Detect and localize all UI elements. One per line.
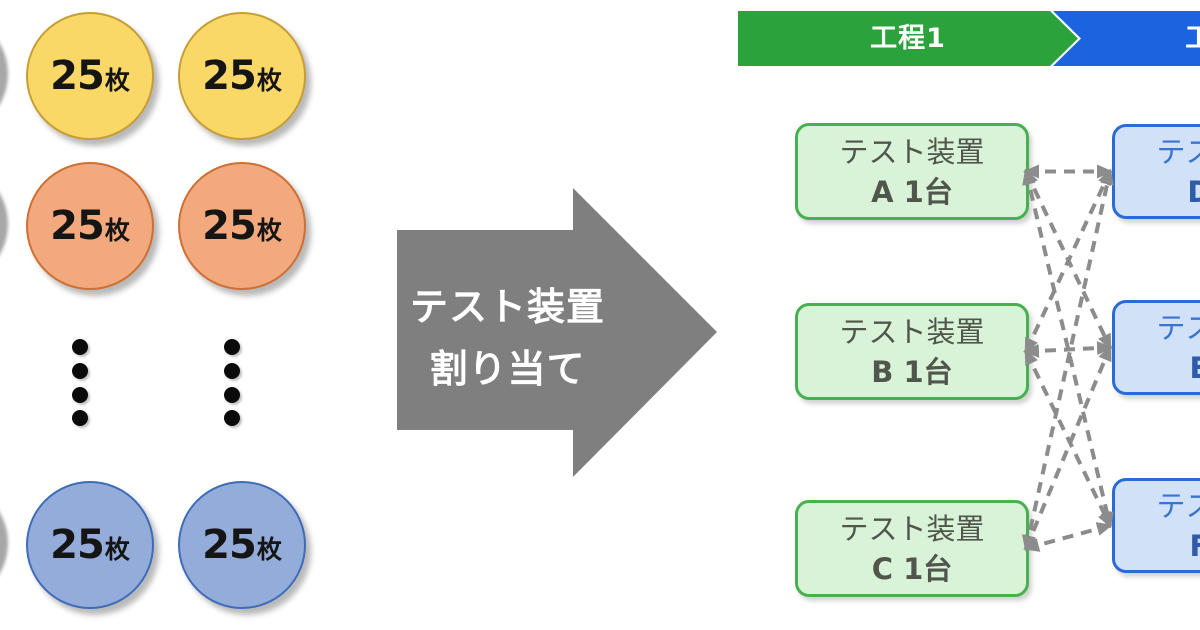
ellipsis-dot xyxy=(72,387,88,403)
assign-arrow-label-line1: テスト装置 xyxy=(409,285,605,329)
ellipsis-dot xyxy=(72,410,88,426)
connector-line xyxy=(1022,168,1114,529)
tester-box-title: テスト装置 xyxy=(839,511,985,546)
tester-box-subtitle: A 1台 xyxy=(871,174,953,209)
connector-line xyxy=(1021,168,1115,552)
tester-box-title: テスト装置 xyxy=(839,134,985,169)
offscreen-circle-edge xyxy=(0,164,8,284)
tester-box-f: テスト装置 F 1台 xyxy=(1112,478,1200,573)
ellipsis-dot xyxy=(224,339,240,355)
tester-box-c: テスト装置 C 1台 xyxy=(795,500,1029,597)
tester-box-subtitle: E 1台 xyxy=(1189,350,1200,385)
connector-line xyxy=(1023,341,1113,358)
connector-line xyxy=(1024,168,1112,355)
assign-arrow-label-line2: 割り当て xyxy=(429,347,586,391)
tester-box-title: テスト装置 xyxy=(839,314,985,349)
ellipsis-dot xyxy=(72,363,88,379)
connector-line xyxy=(1024,344,1112,552)
tester-box-a: テスト装置 A 1台 xyxy=(795,123,1029,220)
process-banner-1: 工程1 xyxy=(738,11,1078,66)
offscreen-circle-edge xyxy=(0,14,8,134)
assign-arrow-label: テスト装置 割り当て xyxy=(390,276,625,400)
connector-line xyxy=(1023,522,1113,552)
tester-box-title: テスト装置 xyxy=(1156,134,1200,169)
tester-box-b: テスト装置 B 1台 xyxy=(795,303,1029,400)
tester-box-subtitle: C 1台 xyxy=(871,551,953,586)
ellipsis-dot xyxy=(224,363,240,379)
tester-box-subtitle: D 1台 xyxy=(1187,174,1200,209)
tester-box-title: テスト装置 xyxy=(1156,310,1200,345)
tester-box-subtitle: F 1台 xyxy=(1189,528,1200,563)
assign-arrow-shape xyxy=(397,188,717,477)
tester-box-subtitle: B 1台 xyxy=(871,354,953,389)
offscreen-circle-edge xyxy=(0,483,8,603)
ellipsis-dot xyxy=(224,387,240,403)
tester-box-e: テスト装置 E 1台 xyxy=(1112,300,1200,395)
right-arrow-icon xyxy=(397,188,717,477)
ellipsis-dot xyxy=(72,339,88,355)
connector-line xyxy=(1024,348,1112,529)
tester-box-title: テスト装置 xyxy=(1156,488,1200,523)
ellipsis-dot xyxy=(224,410,240,426)
connector-line xyxy=(1024,168,1112,351)
tester-box-d: テスト装置 D 1台 xyxy=(1112,124,1200,219)
